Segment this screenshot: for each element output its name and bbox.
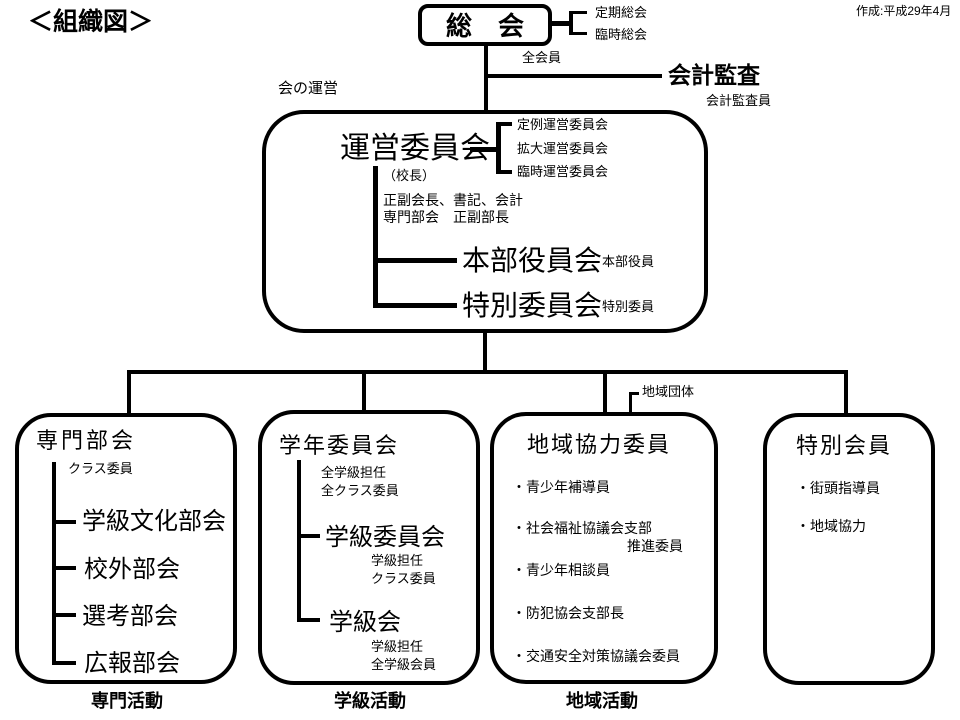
assembly-subitem-extraordinary: 臨時総会: [595, 27, 648, 42]
regional-item-crime-prevention: ・防犯協会支部長: [512, 605, 624, 621]
regional-item-welfare-promoter: 推進委員: [627, 538, 683, 554]
steering-bracket-stub: [470, 147, 498, 152]
assembly-bracket-vertical: [569, 11, 573, 35]
grade-class-meeting-members2: 全学級会員: [371, 657, 437, 672]
grade-node: [258, 410, 480, 685]
management-branch-hq: [373, 258, 457, 263]
grade-footer-label: 学級活動: [334, 691, 406, 711]
connector-to-audit: [484, 74, 662, 78]
steering-subitem-regular: 定例運営委員会: [517, 117, 609, 132]
drop-to-special-members: [844, 370, 848, 415]
management-branch-special: [373, 303, 457, 308]
steering-label: 運営委員会: [340, 132, 490, 165]
assembly-members-label: 全会員: [522, 50, 562, 65]
specialized-item-culture: 学級文化部会: [82, 508, 226, 535]
specialized-tree-vertical: [52, 462, 56, 665]
specialized-tick-2: [52, 566, 76, 570]
special-members-item-street: ・街頭指導員: [796, 480, 880, 496]
audit-members-label: 会計監査員: [706, 93, 772, 108]
regional-item-traffic-safety: ・交通安全対策協議会委員: [512, 648, 680, 664]
special-members-node: [763, 413, 935, 685]
drop-to-regional: [603, 370, 607, 412]
specialized-footer-label: 専門活動: [91, 691, 163, 711]
specialized-title: 専門部会: [36, 428, 137, 453]
audit-label: 会計監査: [668, 62, 760, 88]
grade-class-committee-members2: クラス委員: [371, 571, 436, 586]
steering-members-line2: 専門部会 正副部長: [383, 209, 509, 225]
assembly-node: 総 会: [418, 4, 552, 46]
grade-members-line1: 全学級担任: [321, 465, 387, 480]
grade-class-committee-members1: 学級担任: [371, 553, 424, 568]
steering-bracket-tick-top: [501, 122, 512, 126]
grade-tick-1: [297, 534, 320, 538]
grade-class-committee-label: 学級委員会: [325, 524, 445, 551]
grade-class-meeting-label: 学級会: [329, 609, 401, 636]
special-members-title: 特別会員: [796, 433, 893, 458]
connector-management-to-rail: [483, 333, 487, 373]
management-tree-vertical: [373, 166, 378, 308]
regional-groups-stub-vertical: [629, 392, 632, 413]
connector-assembly-to-management: [484, 46, 488, 112]
regional-node: [490, 412, 718, 684]
assembly-bracket-tick-bottom: [573, 32, 587, 35]
regional-footer-label: 地域活動: [566, 691, 638, 711]
grade-members-line2: 全クラス委員: [321, 483, 399, 498]
special-committee-members-label: 特別委員: [602, 299, 655, 314]
assembly-subitem-regular: 定期総会: [595, 5, 648, 20]
specialized-item-selection: 選考部会: [82, 603, 178, 630]
specialized-tick-3: [52, 613, 76, 617]
regional-groups-label: 地域団体: [642, 384, 695, 399]
assembly-label: 総 会: [445, 11, 524, 41]
steering-bracket-tick-bottom: [501, 170, 512, 174]
steering-members-line1: 正副会長、書記、会計: [383, 192, 523, 208]
regional-groups-stub-tick: [629, 392, 639, 395]
assembly-bracket-tick-top: [573, 11, 587, 14]
assembly-bracket-stub: [552, 21, 570, 26]
steering-subitem-expanded: 拡大運営委員会: [517, 141, 609, 156]
drop-to-specialized: [127, 370, 131, 415]
grade-tick-2: [297, 618, 320, 622]
drop-to-grade: [362, 370, 366, 412]
regional-title: 地域協力委員: [527, 432, 672, 457]
hq-board-label: 本部役員会: [462, 245, 603, 276]
specialized-item-offcampus: 校外部会: [84, 556, 180, 583]
created-date: 作成:平成29年4月: [856, 4, 952, 18]
specialized-item-pr: 広報部会: [84, 650, 180, 677]
grade-title: 学年委員会: [279, 433, 400, 458]
specialized-members-label: クラス委員: [68, 461, 133, 476]
regional-item-welfare-branch: ・社会福祉協議会支部: [512, 520, 652, 536]
steering-subitem-extraordinary: 臨時運営委員会: [517, 164, 609, 179]
specialized-tick-4: [52, 661, 76, 665]
distribution-rail: [127, 370, 848, 374]
specialized-node: [15, 413, 237, 684]
steering-principal-note: （校長）: [383, 168, 436, 183]
regional-item-youth-counselor: ・青少年相談員: [512, 562, 610, 578]
management-section-label: 会の運営: [278, 80, 339, 97]
regional-item-youth-guidance: ・青少年補導員: [512, 479, 610, 495]
hq-board-members-label: 本部役員: [602, 254, 655, 269]
page-title: ＜組織図＞: [28, 8, 154, 36]
special-committee-label: 特別委員会: [462, 290, 603, 321]
special-members-item-regional: ・地域協力: [796, 518, 866, 534]
grade-class-meeting-members1: 学級担任: [371, 639, 424, 654]
specialized-tick-1: [52, 520, 76, 524]
grade-tree-vertical: [297, 460, 301, 622]
steering-bracket-vertical: [496, 122, 501, 174]
